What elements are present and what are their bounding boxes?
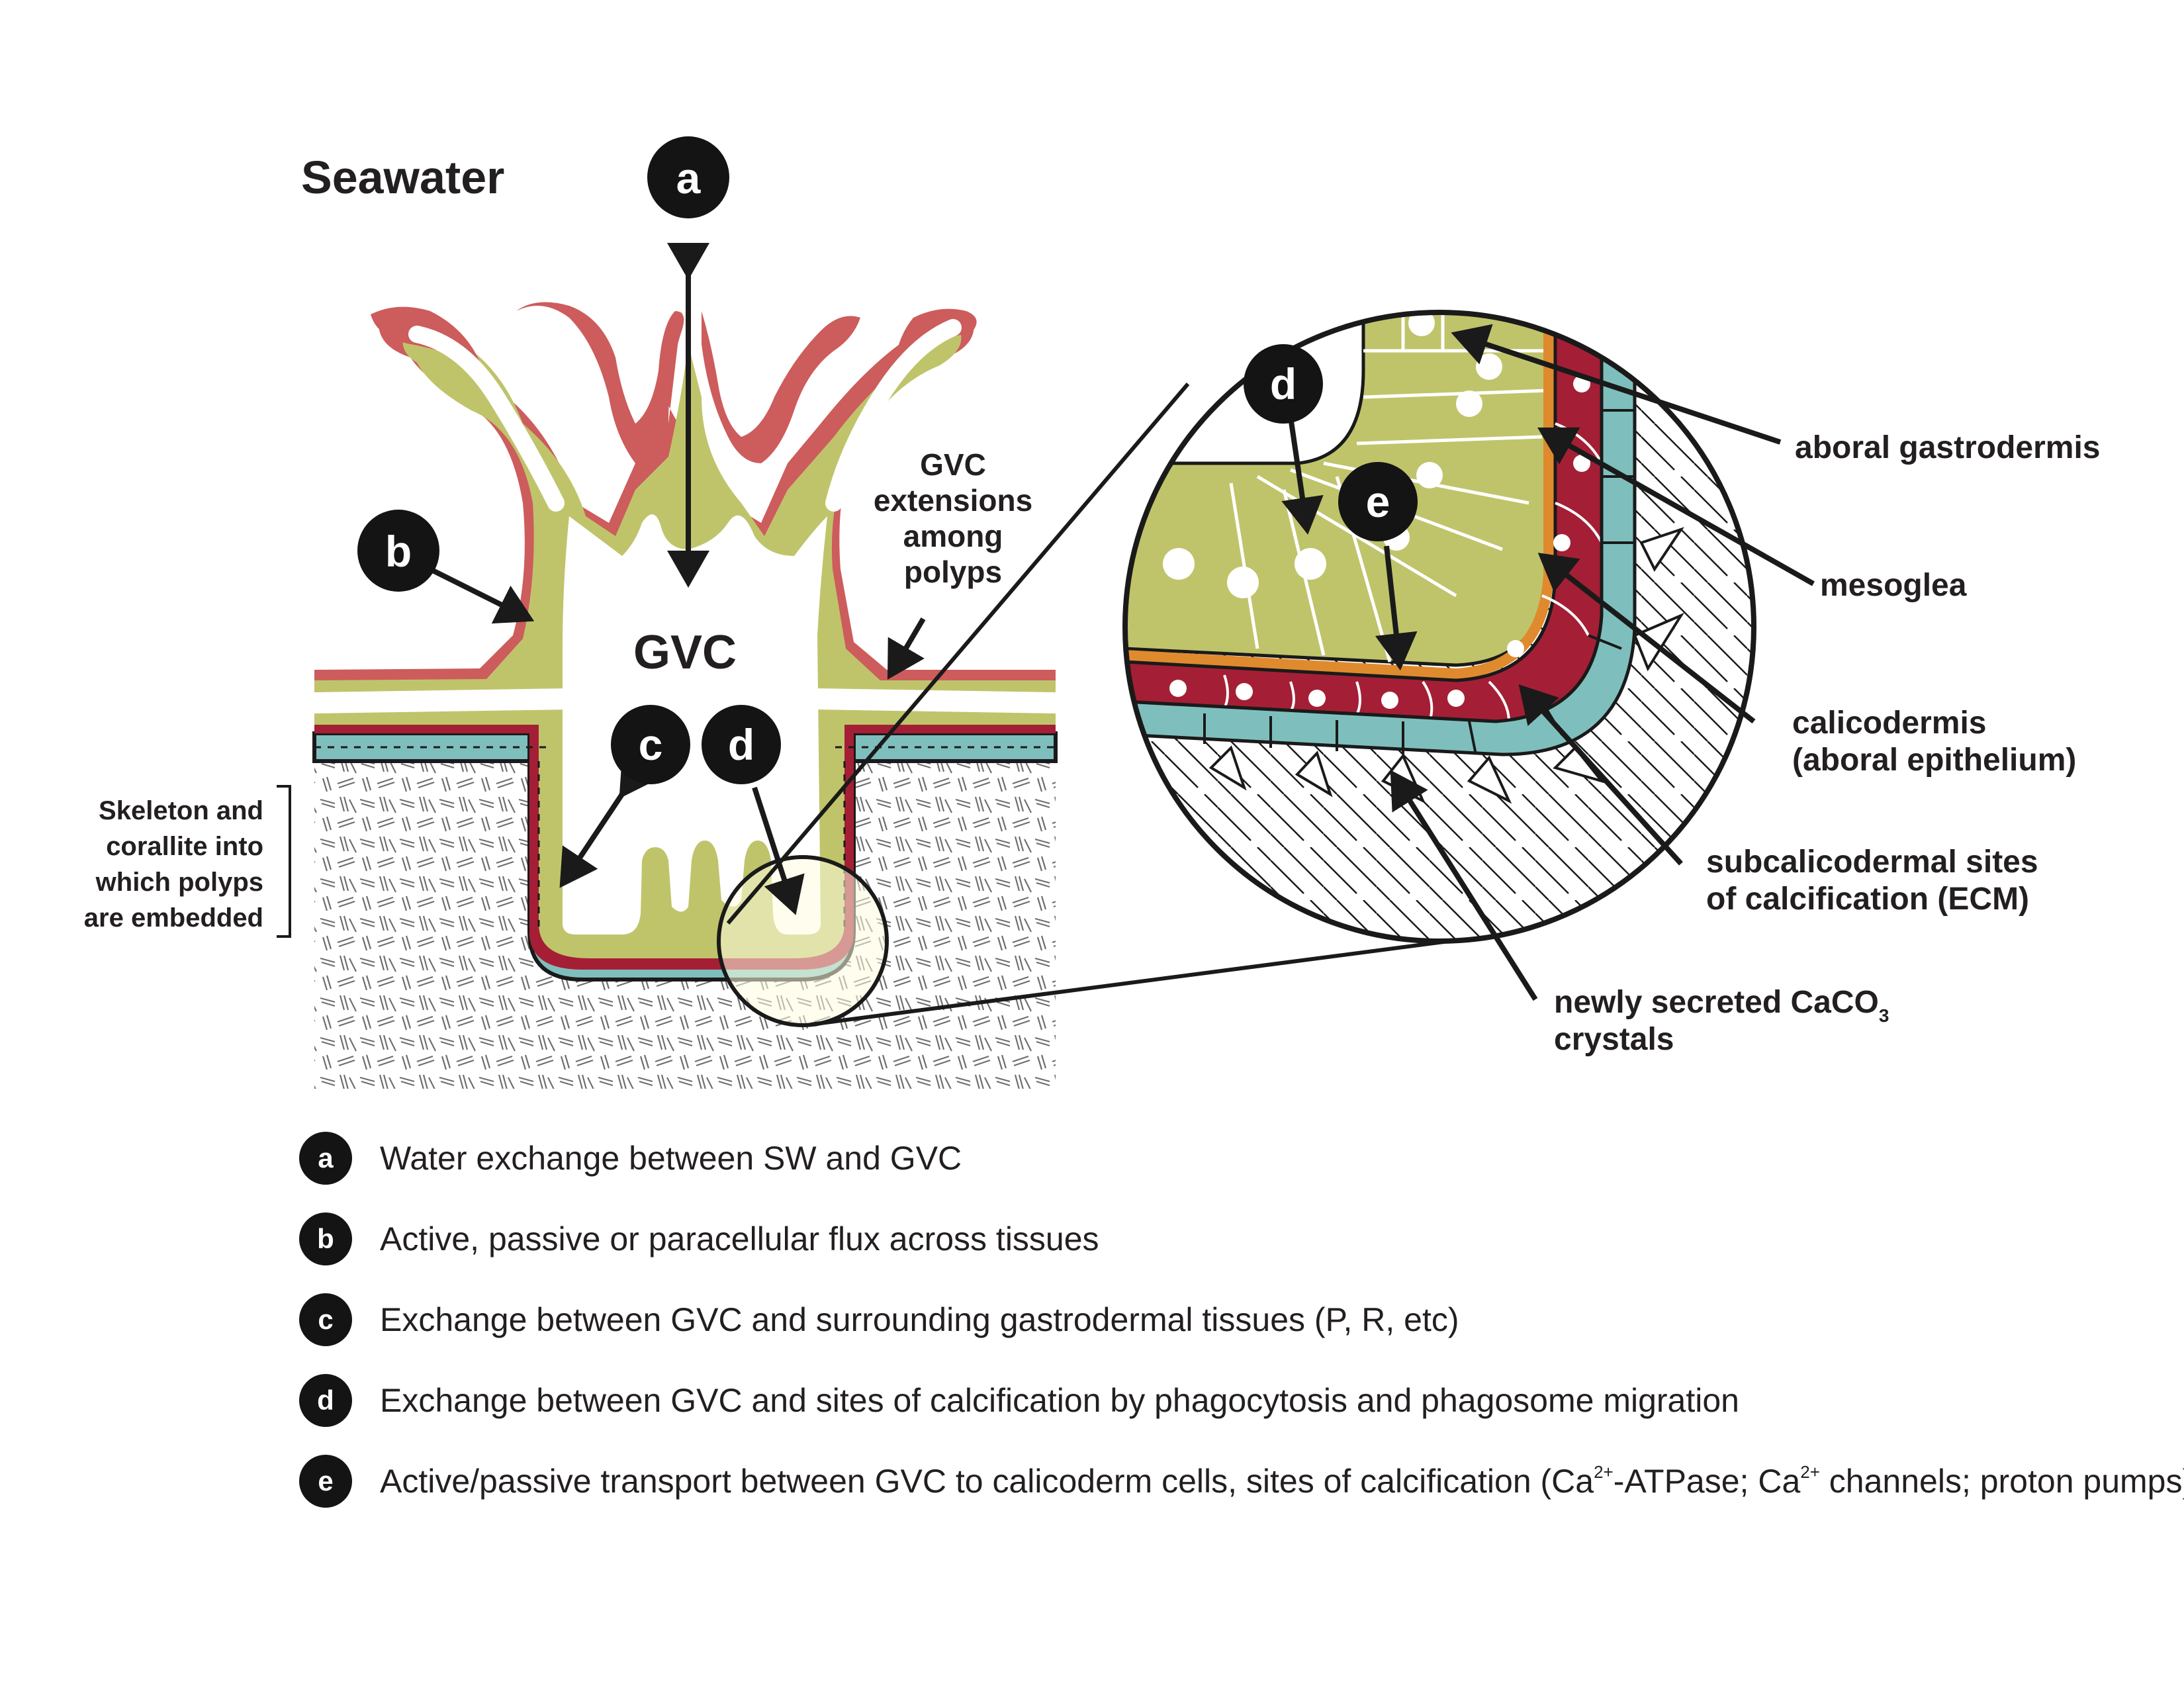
gvc-extension-left [314, 688, 570, 713]
mesoglea-label: mesoglea [1820, 568, 1967, 603]
legend-badge-a: a [299, 1132, 352, 1185]
arrow-crystals [1390, 770, 1538, 1001]
seawater-label: Seawater [301, 152, 504, 203]
legend-badge-c: c [299, 1293, 352, 1346]
legend-text-a: Water exchange between SW and GVC [380, 1140, 962, 1177]
svg-text:d: d [1270, 359, 1297, 408]
svg-text:corallite into: corallite into [106, 832, 263, 861]
svg-text:polyps: polyps [904, 555, 1002, 589]
arrow-calicodermis [1537, 553, 1756, 724]
badge-a: a [647, 136, 729, 218]
badge-zoom-d: d [1244, 344, 1323, 424]
arrow-d [752, 786, 805, 915]
legend-item-a: a Water exchange between SW and GVC [299, 1128, 962, 1188]
svg-text:c: c [639, 720, 663, 769]
zoom-connector-top [726, 383, 1190, 925]
arrow-zoom-d [1281, 416, 1324, 535]
zoom-ecm [1125, 312, 1637, 756]
badge-b: b [357, 510, 439, 592]
svg-text:among: among [903, 519, 1003, 553]
arrow-gvc-ext [887, 617, 926, 680]
arrow-zoom-e [1375, 545, 1418, 670]
legend-badge-d: d [299, 1374, 352, 1427]
gvc-label: GVC [633, 626, 737, 679]
svg-text:GVC: GVC [920, 447, 986, 482]
legend-badge-b: b [299, 1212, 352, 1265]
svg-text:(aboral epithelium): (aboral epithelium) [1792, 743, 2076, 778]
svg-text:subcalicodermal sites: subcalicodermal sites [1706, 845, 2038, 880]
legend-item-e: e Active/passive transport between GVC t… [299, 1451, 2184, 1511]
svg-text:newly secreted CaCO3: newly secreted CaCO3 [1554, 985, 1889, 1026]
svg-text:calicodermis: calicodermis [1792, 706, 1986, 741]
badge-zoom-e: e [1338, 462, 1418, 541]
legend-text-d: Exchange between GVC and sites of calcif… [380, 1382, 1739, 1419]
svg-text:b: b [385, 527, 412, 576]
legend-text-c: Exchange between GVC and surrounding gas… [380, 1301, 1459, 1338]
aboral-gastrodermis-label: aboral gastrodermis [1795, 430, 2100, 465]
zoom-connector-bottom [810, 938, 1460, 1027]
svg-text:d: d [728, 720, 754, 769]
legend-text-b: Active, passive or paracellular flux acr… [380, 1220, 1099, 1257]
arrows [422, 243, 1815, 1001]
svg-text:e: e [1366, 477, 1390, 526]
svg-text:of calcification (ECM): of calcification (ECM) [1706, 882, 2029, 917]
badge-d: d [702, 705, 781, 784]
skeleton-bracket [277, 785, 291, 938]
calicodermis-label: calicodermis (aboral epithelium) [1792, 706, 2076, 778]
svg-text:a: a [676, 154, 702, 203]
svg-text:crystals: crystals [1554, 1022, 1674, 1057]
polyp-body [312, 302, 1058, 982]
arrow-subcalicodermal [1518, 684, 1683, 866]
badge-c: c [611, 705, 690, 784]
arrow-aboral-gastrodermis [1451, 324, 1782, 445]
arrow-b [422, 563, 535, 624]
svg-text:are embedded: are embedded [84, 903, 263, 933]
subcalicodermal-label: subcalicodermal sites of calcification (… [1706, 845, 2038, 917]
legend-item-c: c Exchange between GVC and surrounding g… [299, 1290, 1459, 1349]
gvc-extensions-label: GVC extensions among polyps [874, 447, 1032, 589]
svg-text:Skeleton and: Skeleton and [99, 796, 263, 825]
gvc-extension-right [815, 688, 1056, 713]
arrow-mesoglea [1537, 427, 1815, 586]
legend-badge-e: e [299, 1455, 352, 1508]
arrow-c [559, 756, 658, 888]
zoom-gvc-cavity [1125, 312, 1365, 465]
svg-text:which polyps: which polyps [95, 868, 263, 897]
legend-text-e: Active/passive transport between GVC to … [380, 1462, 2184, 1500]
skeleton-label: Skeleton and corallite into which polyps… [84, 796, 263, 933]
legend-item-d: d Exchange between GVC and sites of calc… [299, 1371, 1739, 1430]
svg-text:extensions: extensions [874, 483, 1032, 518]
crystals-label: newly secreted CaCO3 crystals [1554, 985, 1889, 1057]
legend-item-b: b Active, passive or paracellular flux a… [299, 1209, 1099, 1269]
zoom-source-region [717, 855, 889, 1027]
